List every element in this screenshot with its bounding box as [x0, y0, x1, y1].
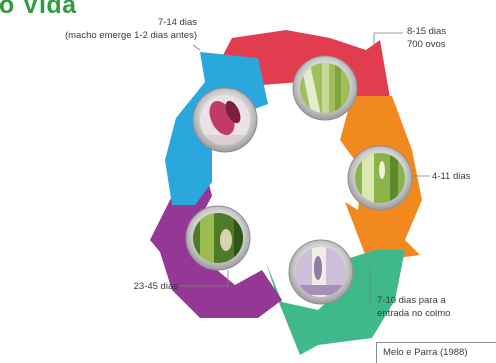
- stage-photo-adult: [193, 88, 257, 152]
- source-citation: Melo e Parra (1988): [376, 342, 496, 363]
- stage-label-adult: 7-14 dias (macho emerge 1-2 dias antes): [6, 16, 197, 42]
- stage-photo-pupa: [186, 206, 250, 270]
- leader-line-adult: [193, 45, 200, 50]
- stage-photo-larva-stalk: [289, 240, 353, 304]
- stage-label-young-larva: 4-11 dias: [432, 170, 470, 183]
- stage-label-eggs: 8-15 dias 700 ovos: [407, 25, 446, 51]
- stage-photo-young-larva: [348, 146, 412, 210]
- stage-photo-eggs: [293, 56, 357, 120]
- stage-label-pupa: 23-45 dias: [96, 280, 178, 293]
- stage-label-larva-stalk: 7-10 dias para a entrada no colmo: [377, 294, 450, 320]
